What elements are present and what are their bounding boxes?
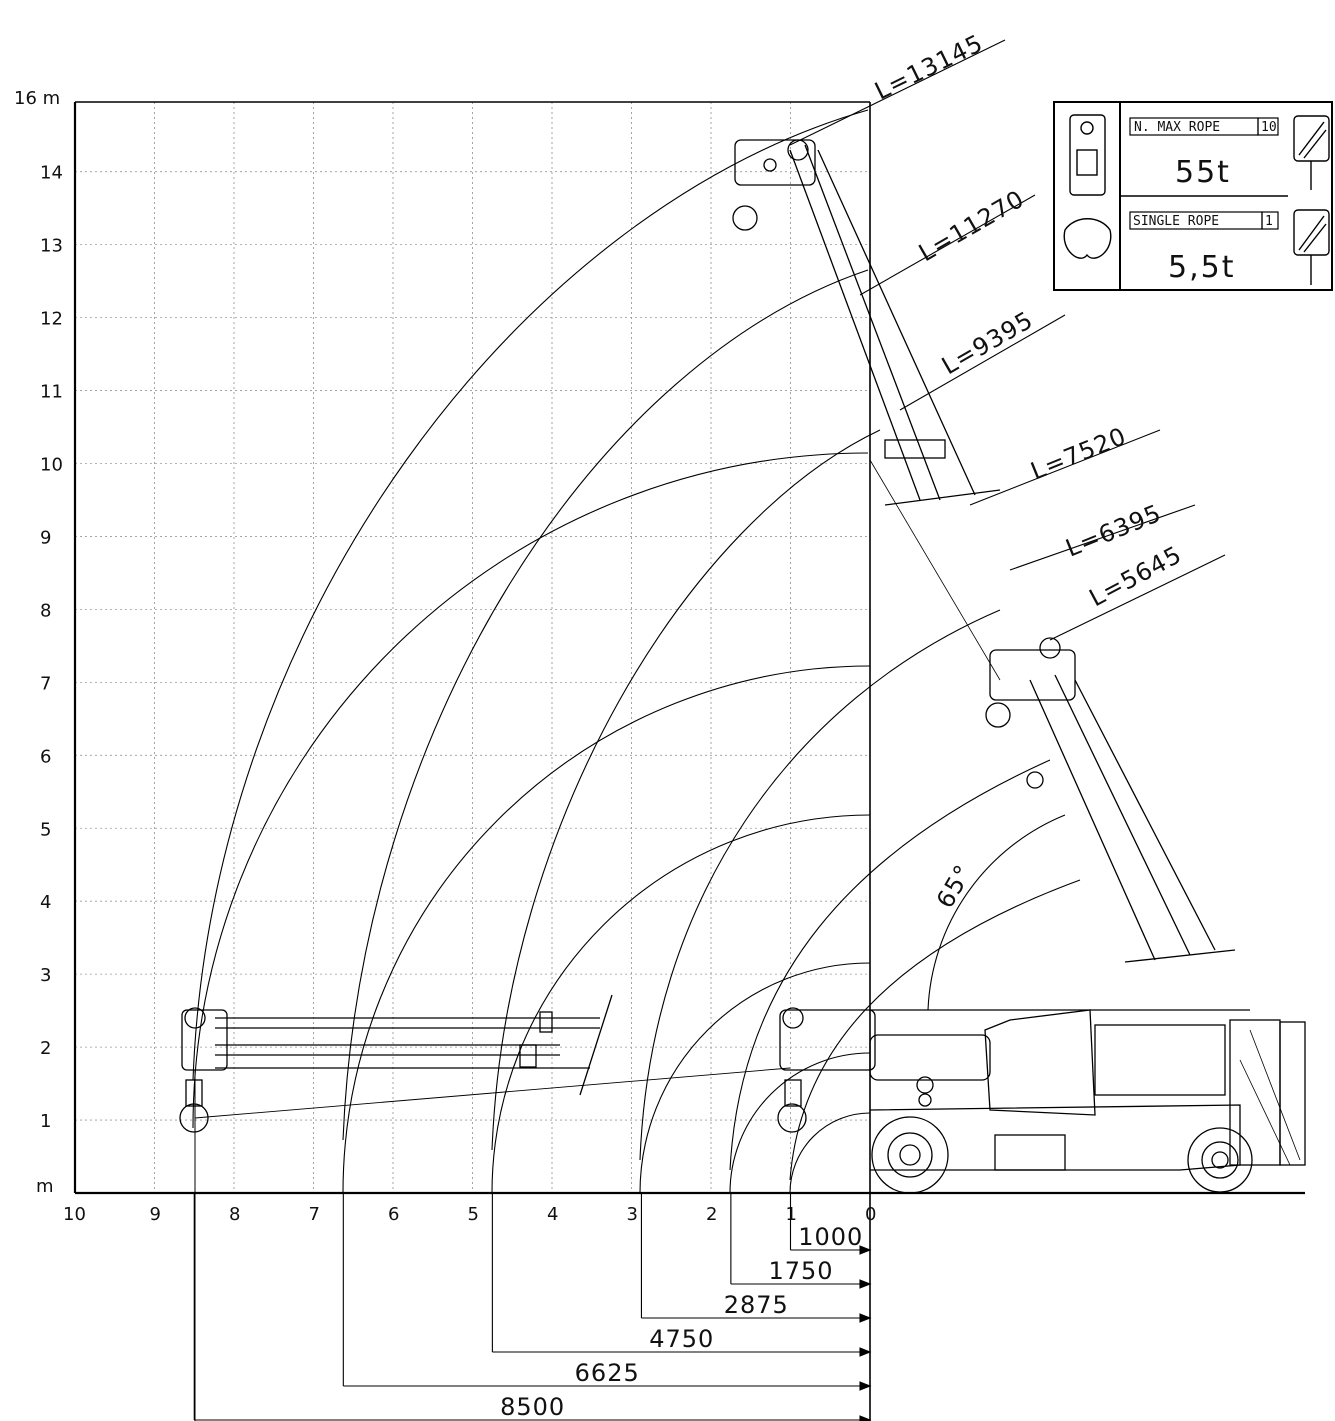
y-tick-label: 8: [40, 600, 51, 621]
radius-label: 1000: [798, 1223, 863, 1251]
y-axis-top-label: 16 m: [14, 88, 60, 109]
single-rope-count-box: [1261, 211, 1279, 230]
y-tick-label: 6: [40, 746, 51, 767]
hook-block-icon: [1063, 114, 1112, 259]
boom-tip-arcs: [192, 109, 1081, 1181]
y-tick-label: 7: [40, 673, 51, 694]
boom-length-11270: L=11270: [914, 185, 1029, 268]
y-tick-label: 13: [40, 236, 63, 257]
single-rope-label: SINGLE ROPE: [1133, 214, 1219, 229]
max-rope-label: N. MAX ROPE: [1134, 120, 1220, 135]
capacity-table: N. MAX ROPE 10 55t SINGLE ROPE 1 5,5t: [1053, 101, 1333, 291]
x-tick-label: 6: [388, 1204, 399, 1225]
radius-arrow: [859, 1347, 872, 1357]
x-tick-label: 9: [150, 1204, 161, 1225]
y-tick-label: 12: [40, 309, 63, 330]
radius-label: 1750: [768, 1257, 833, 1285]
x-tick-label: 2: [706, 1204, 717, 1225]
single-rope-count: 1: [1265, 214, 1273, 229]
range-arcs: [192, 452, 871, 1194]
y-tick-label: 2: [40, 1038, 51, 1059]
boom-length-leaders: [789, 39, 1226, 641]
angle-arc: [927, 814, 1066, 1011]
y-tick-label: 5: [40, 819, 51, 840]
single-rope-capacity: 5,5t: [1168, 250, 1235, 285]
max-rope-capacity: 55t: [1175, 155, 1231, 190]
radius-arrow: [859, 1415, 872, 1421]
max-rope-count-box: [1257, 117, 1279, 136]
grid: [75, 102, 870, 1193]
x-tick-label: 4: [547, 1204, 558, 1225]
radius-label: 4750: [649, 1325, 714, 1353]
raised-boom-long: [732, 139, 1001, 506]
radius-arrow: [859, 1313, 872, 1323]
max-rope-count: 10: [1261, 120, 1277, 135]
raised-boom-short: [869, 459, 1236, 963]
crane-carrier: [777, 1007, 1306, 1194]
radius-arrow: [859, 1279, 872, 1289]
x-tick-label: 7: [309, 1204, 320, 1225]
y-tick-label: 11: [40, 382, 63, 403]
x-tick-label: 8: [229, 1204, 240, 1225]
x-tick-label: 10: [63, 1204, 86, 1225]
angle-label: 65°: [931, 860, 978, 913]
radius-label: 6625: [575, 1359, 640, 1387]
boom-length-7520: L=7520: [1027, 422, 1131, 486]
y-tick-label: 3: [40, 965, 51, 986]
radius-label: 2875: [724, 1291, 789, 1319]
y-tick-label: 4: [40, 892, 51, 913]
rope-block-icons: [1293, 115, 1330, 285]
x-tick-label: 5: [468, 1204, 479, 1225]
boom-length-9395: L=9395: [937, 306, 1038, 381]
axes-frame: [73, 101, 1305, 1421]
x-tick-label: 1: [786, 1204, 797, 1225]
radius-arrow: [859, 1245, 872, 1255]
radius-arrow: [859, 1381, 872, 1391]
y-tick-label: 10: [40, 455, 63, 476]
radius-label: 8500: [500, 1393, 565, 1421]
y-axis-unit-label: m: [36, 1176, 54, 1197]
y-tick-label: 9: [40, 527, 51, 548]
x-tick-label: 0: [865, 1204, 876, 1225]
x-tick-label: 3: [627, 1204, 638, 1225]
boom-length-13145: L=13145: [870, 29, 987, 105]
horizontal-boom: [179, 994, 791, 1421]
y-tick-label: 14: [40, 163, 63, 184]
y-tick-label: 1: [40, 1111, 51, 1132]
